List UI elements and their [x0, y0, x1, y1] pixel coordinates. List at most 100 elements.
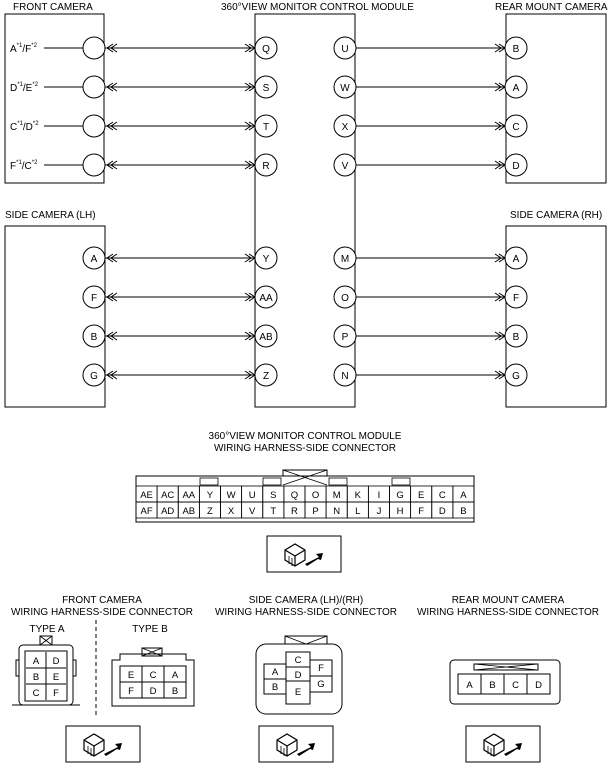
- module-connector-cell: C: [439, 490, 446, 501]
- rear-camera-pin: D: [512, 161, 519, 172]
- side-camera-rh-title: SIDE CAMERA (RH): [510, 210, 602, 221]
- connector-cell: C: [295, 655, 302, 666]
- module-pin: U: [341, 44, 348, 55]
- module-pin: Z: [263, 371, 269, 382]
- side-camera-lh-title: SIDE CAMERA (LH): [5, 210, 96, 221]
- front-pin-label: D*1/E*2: [10, 82, 39, 94]
- module-connector-cell: E: [418, 490, 424, 501]
- wires-bottom-left: A Y F AA B AB G Z: [82, 246, 278, 387]
- module-connector-cell: AE: [140, 490, 153, 501]
- module-pin: N: [341, 371, 348, 382]
- module-connector-cell: P: [312, 506, 318, 517]
- rear-connector-title-1: REAR MOUNT CAMERA: [452, 595, 565, 606]
- connector-cell: D: [53, 656, 60, 667]
- side-camera-rh-box: [505, 225, 607, 408]
- connector-cell: C: [512, 680, 519, 691]
- module-connector-cell: X: [228, 506, 235, 517]
- module-connector-cell: AF: [140, 506, 152, 517]
- connector-cell: B: [272, 682, 278, 693]
- connector-cell: A: [33, 656, 40, 667]
- module-connector-cell: H: [397, 506, 404, 517]
- connector-cell: B: [489, 680, 495, 691]
- front-camera-title: FRONT CAMERA: [13, 2, 93, 13]
- side-connector-title-1: SIDE CAMERA (LH)/(RH): [249, 595, 363, 606]
- connector-cell: F: [128, 686, 134, 697]
- front-pin-label: A*1/F*2: [10, 43, 38, 55]
- front-pin-labels: A*1/F*2 D*1/E*2 C*1/D*2 F*1/C*2: [10, 43, 39, 172]
- module-connector-title-1: 360°VIEW MONITOR CONTROL MODULE: [209, 431, 402, 442]
- side-rh-pin: A: [513, 254, 520, 265]
- connector-cell: C: [33, 688, 40, 699]
- side-connector-title-2: WIRING HARNESS-SIDE CONNECTOR: [215, 607, 397, 618]
- module-connector-cell: F: [418, 506, 424, 517]
- module-connector-cell: I: [378, 490, 381, 501]
- connector-cell: D: [295, 670, 302, 681]
- side-lh-pin: G: [90, 371, 98, 382]
- front-connector-title-2: WIRING HARNESS-SIDE CONNECTOR: [11, 607, 193, 618]
- module-connector-cell: J: [377, 506, 382, 517]
- side-rh-pin: B: [513, 332, 520, 343]
- module-connector-view-icon: [266, 535, 342, 573]
- module-connector-cell: T: [270, 506, 276, 517]
- module-pin: X: [342, 122, 349, 133]
- module-connector-cell: G: [396, 490, 403, 501]
- module-connector-cell: AA: [182, 490, 195, 501]
- module-pin: AB: [259, 332, 273, 343]
- module-pin: S: [263, 83, 270, 94]
- side-camera-lh-box: [4, 225, 106, 408]
- module-connector-cell: N: [333, 506, 340, 517]
- side-lh-pin: F: [91, 293, 97, 304]
- front-connector-view-icon: [65, 725, 141, 763]
- module-connector-cell: D: [439, 506, 446, 517]
- front-connector-title-1: FRONT CAMERA: [62, 595, 142, 606]
- rear-camera-box: [505, 13, 607, 184]
- wires-bottom-right: M A O F P B N G: [333, 246, 528, 387]
- connector-cell: F: [53, 688, 59, 699]
- connector-cell: F: [318, 663, 324, 674]
- module-connector-cell: W: [227, 490, 236, 501]
- connector-cell: A: [272, 667, 279, 678]
- module-connector-cell: L: [355, 506, 360, 517]
- module-pin: O: [341, 293, 349, 304]
- side-connector-view-icon: [258, 725, 334, 763]
- front-connector-type-b: E C A F D B: [111, 647, 195, 707]
- module-connector-cell: K: [355, 490, 362, 501]
- module-pin: Y: [263, 254, 270, 265]
- front-camera-box: [4, 13, 105, 184]
- side-rh-pin: F: [513, 293, 519, 304]
- front-pin-label: C*1/D*2: [10, 121, 39, 133]
- wires-top-left: Q S T R: [44, 36, 278, 177]
- rear-connector: A B C D: [449, 659, 561, 705]
- front-pin-label: F*1/C*2: [10, 160, 38, 172]
- module-connector-cell-box: [452, 501, 475, 519]
- module-connector-cell: Q: [291, 490, 298, 501]
- connector-cell: D: [150, 686, 157, 697]
- module-pin: T: [263, 122, 269, 133]
- side-connector: A B C D E F G: [255, 635, 343, 715]
- module-pin: Q: [262, 44, 270, 55]
- module-connector-cell: A: [460, 490, 467, 501]
- connector-cell: B: [33, 672, 39, 683]
- type-a-label: TYPE A: [29, 624, 64, 635]
- connector-cell: A: [172, 670, 179, 681]
- connector-cell: B: [172, 686, 178, 697]
- module-connector-cell: R: [291, 506, 298, 517]
- module-title: 360°VIEW MONITOR CONTROL MODULE: [221, 2, 414, 13]
- connector-cell: D: [535, 680, 542, 691]
- connector-cell: E: [128, 670, 134, 681]
- connector-cell: E: [295, 687, 301, 698]
- module-connector-title-2: WIRING HARNESS-SIDE CONNECTOR: [214, 443, 396, 454]
- type-b-label: TYPE B: [132, 624, 168, 635]
- connector-cell: E: [53, 672, 59, 683]
- side-lh-pin: B: [91, 332, 98, 343]
- module-connector-cell: Z: [207, 506, 213, 517]
- rear-camera-pin: A: [513, 83, 520, 94]
- front-connector-type-a: A D B E C F: [12, 635, 80, 706]
- module-connector-cell: AC: [161, 490, 174, 501]
- module-box: [254, 13, 356, 408]
- module-pin: W: [340, 83, 350, 94]
- rear-camera-pin: C: [512, 122, 519, 133]
- module-pin: V: [342, 161, 349, 172]
